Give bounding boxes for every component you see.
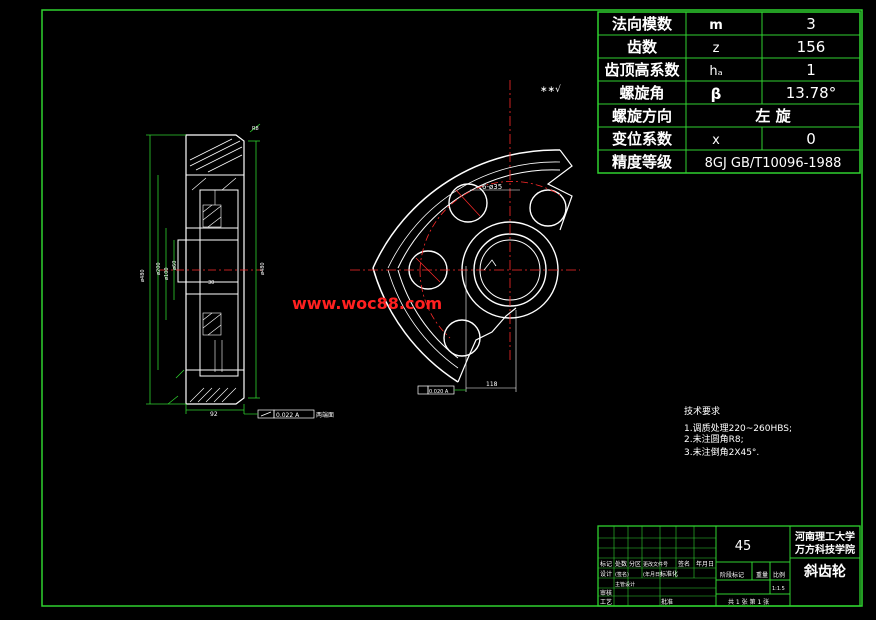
front-view: 6-ø35 118 0.020 A xyxy=(350,80,580,395)
title-block-header-2: 分区 xyxy=(629,560,641,568)
param-value-6: 8GJ GB/T10096-1988 xyxy=(705,156,842,171)
title-block-scale-label: 比例 xyxy=(773,571,785,579)
title-block: 标记 处数 分区 更改文件号 签名 年月日 设计 (签名) (年月日) 标准化 … xyxy=(597,525,861,607)
param-symbol-2: hₐ xyxy=(709,64,722,79)
title-block-material: 45 xyxy=(735,539,752,554)
param-symbol-3: β xyxy=(711,85,722,103)
svg-text:0.022 A: 0.022 A xyxy=(276,412,300,419)
param-name-1: 齿数 xyxy=(627,38,658,56)
title-block-header-5: 年月日 xyxy=(696,560,714,568)
param-name-5: 变位系数 xyxy=(612,130,673,148)
title-block-header-0: 标记 xyxy=(600,560,612,568)
title-block-review: 审核 xyxy=(600,589,612,597)
title-block-header-4: 签名 xyxy=(678,560,690,568)
title-block-weight-label: 重量 xyxy=(756,571,768,579)
param-value-2: 1 xyxy=(806,61,816,79)
title-block-signature: (签名) xyxy=(615,571,629,578)
svg-text:3.未注倒角2X45°.: 3.未注倒角2X45°. xyxy=(684,446,759,458)
surface-roughness-symbol: ∗∗√ xyxy=(540,84,561,95)
section-view: ø480 ø200 ø100 ø60 ø480 R8 30 92 0.022 A… xyxy=(140,123,334,419)
title-block-date: (年月日) xyxy=(643,571,662,578)
title-block-college: 万方科技学院 xyxy=(794,543,855,556)
svg-text:2.未注圆角R8;: 2.未注圆角R8; xyxy=(684,433,744,445)
title-block-part-name: 斜齿轮 xyxy=(803,563,846,580)
drawing-border xyxy=(41,9,863,607)
svg-text:ø480: ø480 xyxy=(260,262,266,275)
param-value-5: 0 xyxy=(806,130,816,148)
technical-requirements: 技术要求 1.调质处理220~260HBS; 2.未注圆角R8; 3.未注倒角2… xyxy=(684,405,792,458)
param-name-6: 精度等级 xyxy=(612,153,673,171)
title-block-sheets: 共 1 张 第 1 张 xyxy=(728,598,769,606)
svg-text:ø480: ø480 xyxy=(140,269,146,282)
svg-text:两端面: 两端面 xyxy=(316,411,334,419)
svg-text:1.调质处理220~260HBS;: 1.调质处理220~260HBS; xyxy=(684,422,792,434)
svg-text:30: 30 xyxy=(208,280,214,286)
dim-hole-circle: 6-ø35 xyxy=(482,183,502,191)
geometric-tolerance-left: 0.022 A 两端面 xyxy=(244,409,334,419)
param-name-0: 法向模数 xyxy=(612,15,673,33)
watermark-text: www.woc88.com xyxy=(292,294,442,313)
title-block-design: 设计 xyxy=(600,570,612,578)
parameter-table: 法向模数 m 3 齿数 z 156 齿顶高系数 hₐ 1 螺旋角 β 13.78… xyxy=(597,11,861,174)
param-name-2: 齿顶高系数 xyxy=(604,61,680,79)
param-symbol-5: x xyxy=(712,133,720,148)
geometric-tolerance-right: 0.020 A xyxy=(417,385,466,395)
param-name-4: 螺旋方向 xyxy=(612,107,672,125)
svg-text:0.020 A: 0.020 A xyxy=(429,389,449,395)
param-value-3: 13.78° xyxy=(786,84,836,102)
svg-text:技术要求: 技术要求 xyxy=(684,405,720,417)
param-value-0: 3 xyxy=(806,15,816,33)
title-block-standard: 标准化 xyxy=(660,570,678,578)
title-block-process: 工艺 xyxy=(600,598,612,606)
title-block-approve: 批准 xyxy=(661,598,673,606)
param-value-1: 156 xyxy=(797,38,826,56)
dim-width-right: 118 xyxy=(486,381,498,388)
param-value-4: 左 旋 xyxy=(754,107,791,125)
dim-bottom-left: 92 xyxy=(210,411,218,418)
title-block-school: 河南理工大学 xyxy=(795,530,855,543)
svg-text:ø60: ø60 xyxy=(172,261,178,270)
title-block-main-design: 主管设计 xyxy=(615,581,635,588)
title-block-scale: 1:1.5 xyxy=(772,586,785,592)
title-block-header-1: 处数 xyxy=(615,560,627,568)
param-name-3: 螺旋角 xyxy=(619,84,664,102)
param-symbol-1: z xyxy=(713,41,720,56)
svg-text:ø100: ø100 xyxy=(164,267,170,280)
title-block-header-3: 更改文件号 xyxy=(643,561,668,568)
param-symbol-0: m xyxy=(709,18,723,33)
svg-text:ø200: ø200 xyxy=(156,262,162,275)
svg-text:R8: R8 xyxy=(252,126,259,132)
title-block-stage-label: 阶段标记 xyxy=(720,571,744,579)
